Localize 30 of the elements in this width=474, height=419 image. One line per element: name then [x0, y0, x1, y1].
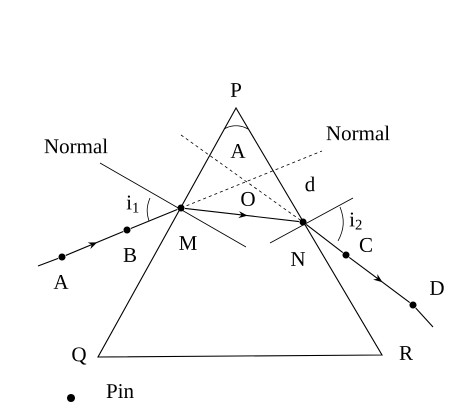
- light-ray: [184, 208, 300, 222]
- ray-point: A: [54, 254, 68, 289]
- point-label: O: [241, 192, 255, 206]
- point-label: i$_{2}$: [350, 212, 362, 230]
- point-label: Q: [72, 347, 86, 365]
- node-label: N: [291, 252, 306, 266]
- node-label: C: [360, 238, 372, 252]
- light-ray: [66, 231, 124, 256]
- point-label: R: [400, 346, 413, 360]
- light-ray: [348, 256, 410, 303]
- ray-point: D: [410, 281, 444, 308]
- ray-point: C: [342, 238, 372, 258]
- point-label: d: [306, 176, 315, 192]
- node-label: M: [179, 236, 197, 250]
- node-label: D: [430, 281, 444, 295]
- light-ray: [415, 308, 434, 328]
- point-label: Normal: [44, 138, 108, 154]
- point-label: Normal: [326, 126, 390, 140]
- light-ray: [130, 209, 178, 229]
- node-label: A: [54, 275, 68, 289]
- light-ray: [38, 258, 58, 266]
- point-label: Pin: [106, 384, 134, 398]
- ray-point: B: [124, 226, 136, 262]
- point-label: P: [230, 83, 241, 97]
- point-label: A: [230, 144, 246, 158]
- ray-point: M: [178, 204, 197, 250]
- light-ray: [306, 224, 344, 253]
- node-label: B: [124, 248, 136, 262]
- ray-point: N: [291, 218, 306, 266]
- point-label: i$_{1}$: [126, 195, 138, 212]
